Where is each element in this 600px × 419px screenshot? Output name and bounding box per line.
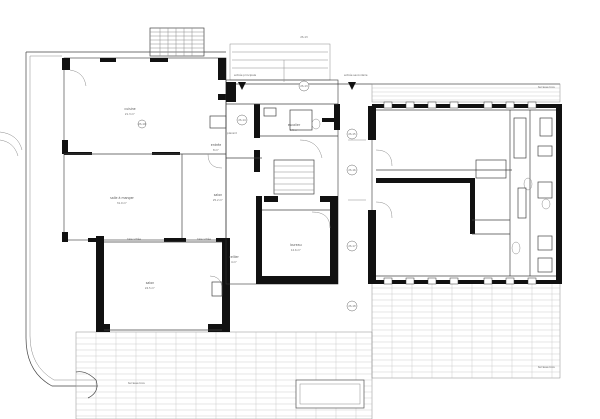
- room-sejour-name: salle à manger: [110, 196, 134, 200]
- entrance-arrows: [238, 60, 356, 90]
- room-salon2-area: 24.5 m²: [145, 286, 155, 290]
- room-bureau-name: bureau: [290, 243, 301, 247]
- bubble-b7: 2S.19: [138, 122, 146, 126]
- house-center-walls: [209, 79, 340, 285]
- room-salon-area: 25.2 m²: [213, 198, 223, 202]
- terrace-bottom-right-hatch: [371, 281, 561, 379]
- note-baie-2: baie vitrée: [197, 237, 211, 241]
- room-bureau-area: 12.6 m²: [291, 248, 301, 252]
- site-outline: [0, 27, 560, 387]
- entrance-right-label: entrée secondaire: [344, 73, 368, 77]
- room-escalier-name: escalier: [288, 123, 301, 127]
- bubble-b6: 2S.18: [348, 304, 356, 308]
- room-cellier-name: cellier: [229, 255, 239, 259]
- section-markers: 2S.13 2S.14 2S.15 2S.16 2S.17 2S.18 2S.1…: [137, 80, 358, 312]
- terrace-bottom-left-label: terrasse bois: [128, 381, 145, 385]
- room-cellier-area: 4 m²: [231, 260, 237, 264]
- room-salon-name: salon: [214, 193, 222, 197]
- bubble-b4: 2S.16: [348, 168, 356, 172]
- terrace-top-right-hatch: [371, 83, 561, 103]
- room-salon2-name: salon: [146, 281, 154, 285]
- bubble-b1: 2S.13: [300, 84, 308, 88]
- bubble-b3: 2S.15: [348, 132, 356, 136]
- house-left-walls: [62, 57, 230, 332]
- terrace-bottom-left-hatch: [75, 331, 373, 419]
- bubble-b5: 2S.17: [348, 244, 356, 248]
- room-cuisine-name: cuisine: [124, 107, 135, 111]
- room-sejour-area: 31.0 m²: [117, 201, 127, 205]
- house-right-walls: [348, 101, 562, 285]
- note-baie-1: baie vitrée: [127, 237, 141, 241]
- note-placard: placard: [227, 131, 237, 135]
- room-escalier-area: 5.5 m²: [290, 128, 299, 132]
- bubble-b2: 2S.14: [238, 118, 246, 122]
- terrace-bottom-right-label: terrasse bois: [538, 365, 555, 369]
- top-marker: 2S.13: [300, 35, 308, 39]
- room-entree-name: entrée: [211, 143, 221, 147]
- terrace-top-right-label: terrasse bois: [538, 85, 555, 89]
- room-entree-area: 8 m²: [213, 148, 219, 152]
- entrance-left-label: entrée principale: [234, 73, 256, 77]
- room-cuisine-area: 21.3 m²: [125, 112, 135, 116]
